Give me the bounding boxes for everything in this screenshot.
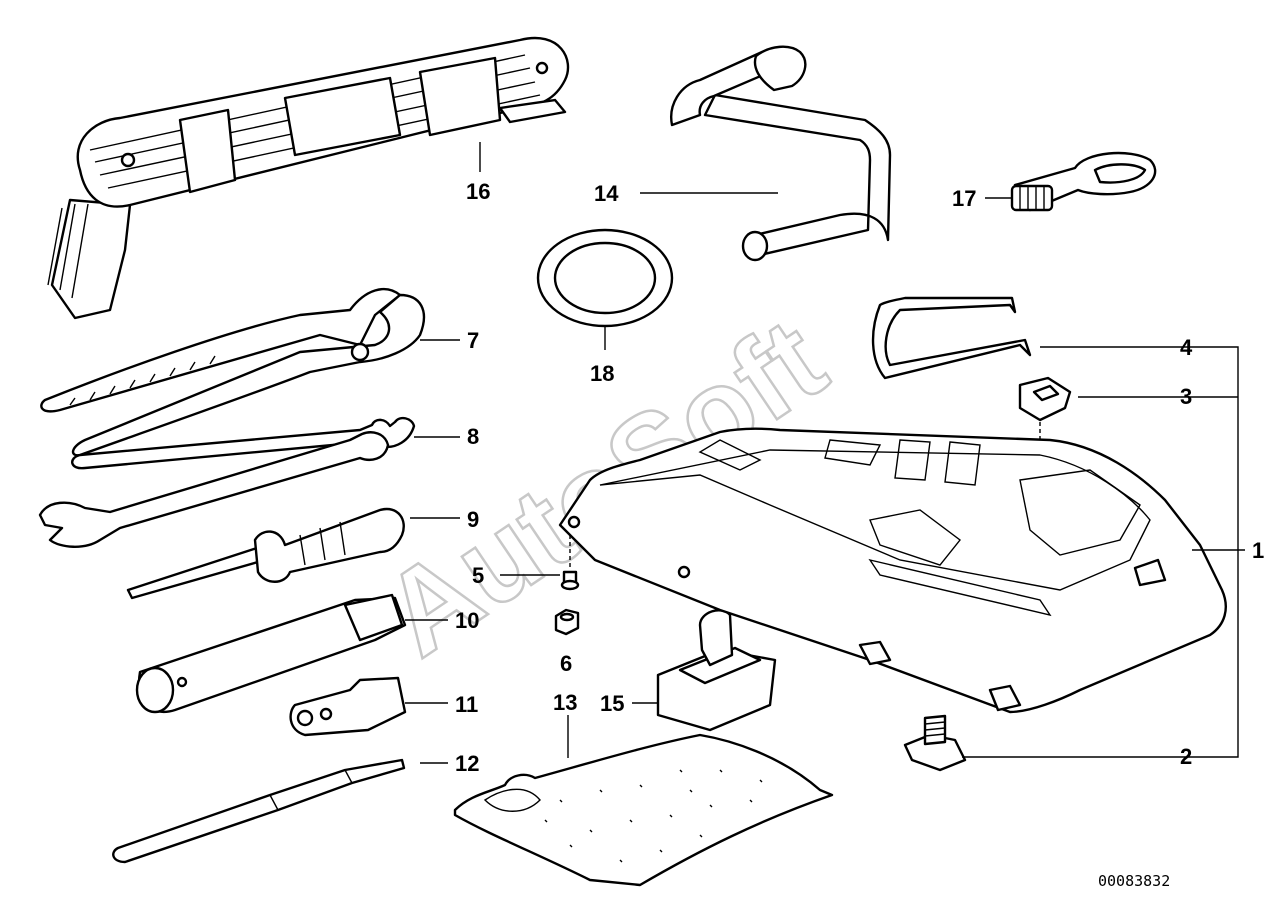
part-11-adapter (289, 676, 407, 737)
callout-6: 6 (560, 651, 572, 676)
part-18-ring (536, 228, 674, 328)
callout-15: 15 (600, 691, 624, 716)
callout-18: 18 (590, 361, 614, 386)
part-17-towing-eye (1010, 151, 1157, 212)
callout-10: 10 (455, 608, 479, 633)
callout-13: 13 (553, 690, 577, 715)
callout-17: 17 (952, 186, 976, 211)
bracket-1 (1180, 346, 1239, 758)
callout-5: 5 (472, 563, 484, 588)
callout-9: 9 (467, 507, 479, 532)
part-13-cloth (453, 733, 834, 887)
part-spanner-double (38, 431, 390, 548)
reference-number: 00083832 (1098, 872, 1170, 890)
part-9-screwdriver (126, 507, 405, 600)
callout-14: 14 (594, 181, 619, 206)
part-4-clamp (871, 296, 1032, 380)
part-6-nut (554, 608, 580, 636)
callout-12: 12 (455, 751, 479, 776)
part-1-tool-tray (558, 415, 1227, 714)
part-10-box-spanner (135, 593, 407, 714)
part-5-screw (560, 535, 580, 591)
part-12-drift (112, 758, 406, 864)
callout-16: 16 (466, 179, 490, 204)
part-14-wheel-brace (670, 45, 892, 262)
part-15-clip (656, 609, 777, 732)
part-3-grommet (1018, 376, 1072, 422)
callout-7: 7 (467, 328, 479, 353)
part-16-key-set (47, 36, 570, 320)
part-8-spanner (71, 416, 416, 470)
part-7-pliers (40, 287, 426, 457)
callout-1: 1 (1252, 538, 1264, 563)
part-2-wing-bolt (903, 714, 967, 772)
callout-8: 8 (467, 424, 479, 449)
callout-11: 11 (455, 692, 478, 717)
